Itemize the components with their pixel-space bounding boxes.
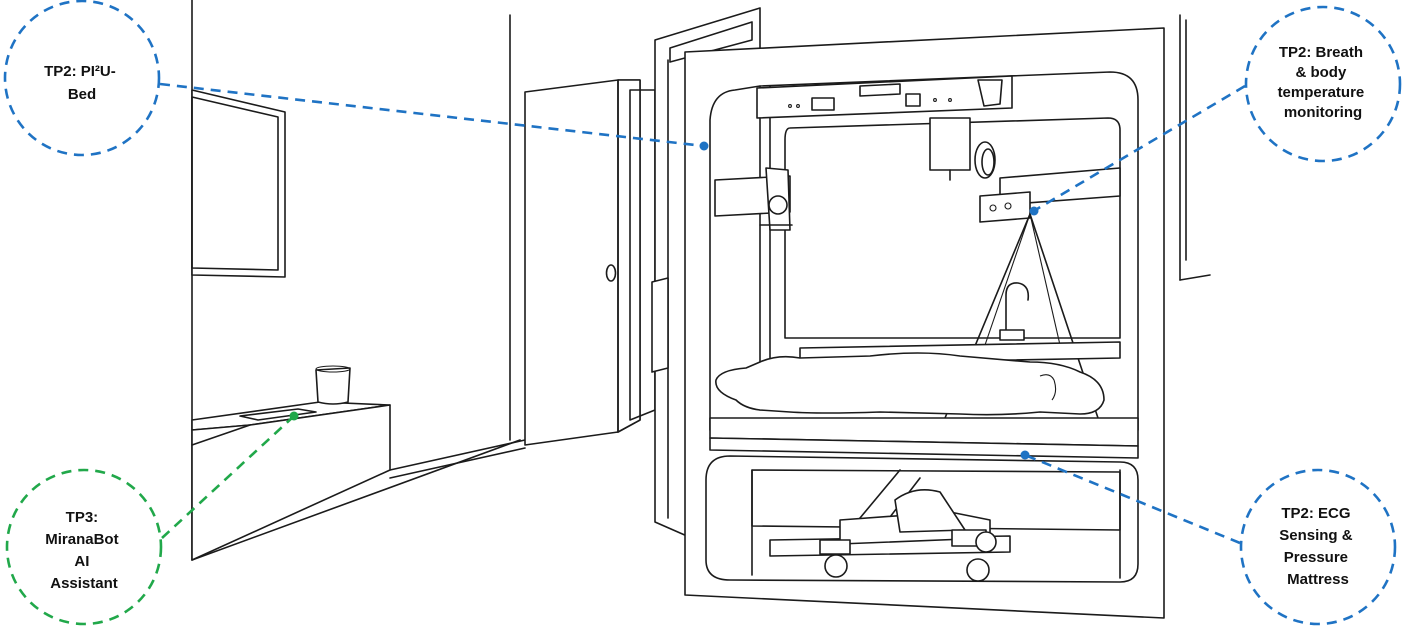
overhead-sensor-unit bbox=[929, 117, 971, 171]
callout-breath-line-2: & body bbox=[1295, 64, 1346, 81]
callout-ecg-line-1: TP2: ECG bbox=[1281, 505, 1350, 522]
callout-ecg: TP2: ECG Sensing & Pressure Mattress bbox=[1239, 468, 1397, 626]
cup bbox=[315, 367, 351, 405]
callout-mirana-line-4: Assistant bbox=[50, 575, 118, 592]
callout-breath-line-3: temperature bbox=[1278, 84, 1365, 101]
callout-mirana-line-3: AI bbox=[74, 553, 89, 570]
svg-text:TP2: Breath & body: TP2: Breath & body temperature monitorin… bbox=[1278, 44, 1369, 121]
callout-ecg-line-3: Pressure bbox=[1284, 549, 1348, 566]
leader-ecg bbox=[1024, 453, 1241, 545]
door-knob bbox=[605, 264, 617, 282]
callout-mirana-line-2: MiranaBot bbox=[45, 531, 118, 548]
leader-breath bbox=[1031, 84, 1246, 214]
leader-mirana-dot bbox=[289, 411, 299, 421]
callout-ecg-line-2: Sensing & bbox=[1279, 527, 1353, 544]
leader-breath-dot bbox=[1029, 206, 1039, 216]
callout-breath-temp: TP2: Breath & body temperature monitorin… bbox=[1244, 5, 1402, 163]
bed-enclosure bbox=[684, 27, 1165, 619]
room-door bbox=[524, 79, 656, 446]
leader-mirana bbox=[161, 415, 295, 539]
side-desk bbox=[191, 365, 391, 561]
callout-mirana-line-1: TP3: bbox=[66, 509, 99, 526]
callout-breath-line-1: TP2: Breath bbox=[1279, 44, 1363, 61]
callout-pi2u-bed-line-1: TP2: PI²U- bbox=[44, 63, 116, 80]
caster-wheels bbox=[819, 529, 997, 582]
leader-bed-dot bbox=[699, 141, 709, 151]
tablet-device bbox=[239, 408, 317, 421]
callout-breath-line-4: monitoring bbox=[1284, 104, 1362, 121]
svg-text:TP2: PI²U- Bed: TP2: PI²U- Bed bbox=[44, 63, 120, 103]
svg-text:TP2: ECG Sensing &: TP2: ECG Sensing & Pressure Mattress bbox=[1279, 505, 1357, 588]
callout-pi2u-bed: TP2: PI²U- Bed bbox=[3, 0, 161, 157]
leader-lines bbox=[159, 82, 1246, 545]
callout-pi2u-bed-line-2: Bed bbox=[68, 86, 96, 103]
callout-ecg-line-4: Mattress bbox=[1287, 571, 1349, 588]
patient-figure bbox=[715, 352, 1105, 416]
leader-ecg-dot bbox=[1020, 450, 1030, 460]
wall-screen bbox=[191, 89, 286, 278]
svg-text:TP3: MiranaBot AI: TP3: MiranaBot AI Assistant bbox=[45, 509, 123, 592]
callout-mirana: TP3: MiranaBot AI Assistant bbox=[5, 468, 163, 626]
leader-bed bbox=[159, 82, 705, 148]
